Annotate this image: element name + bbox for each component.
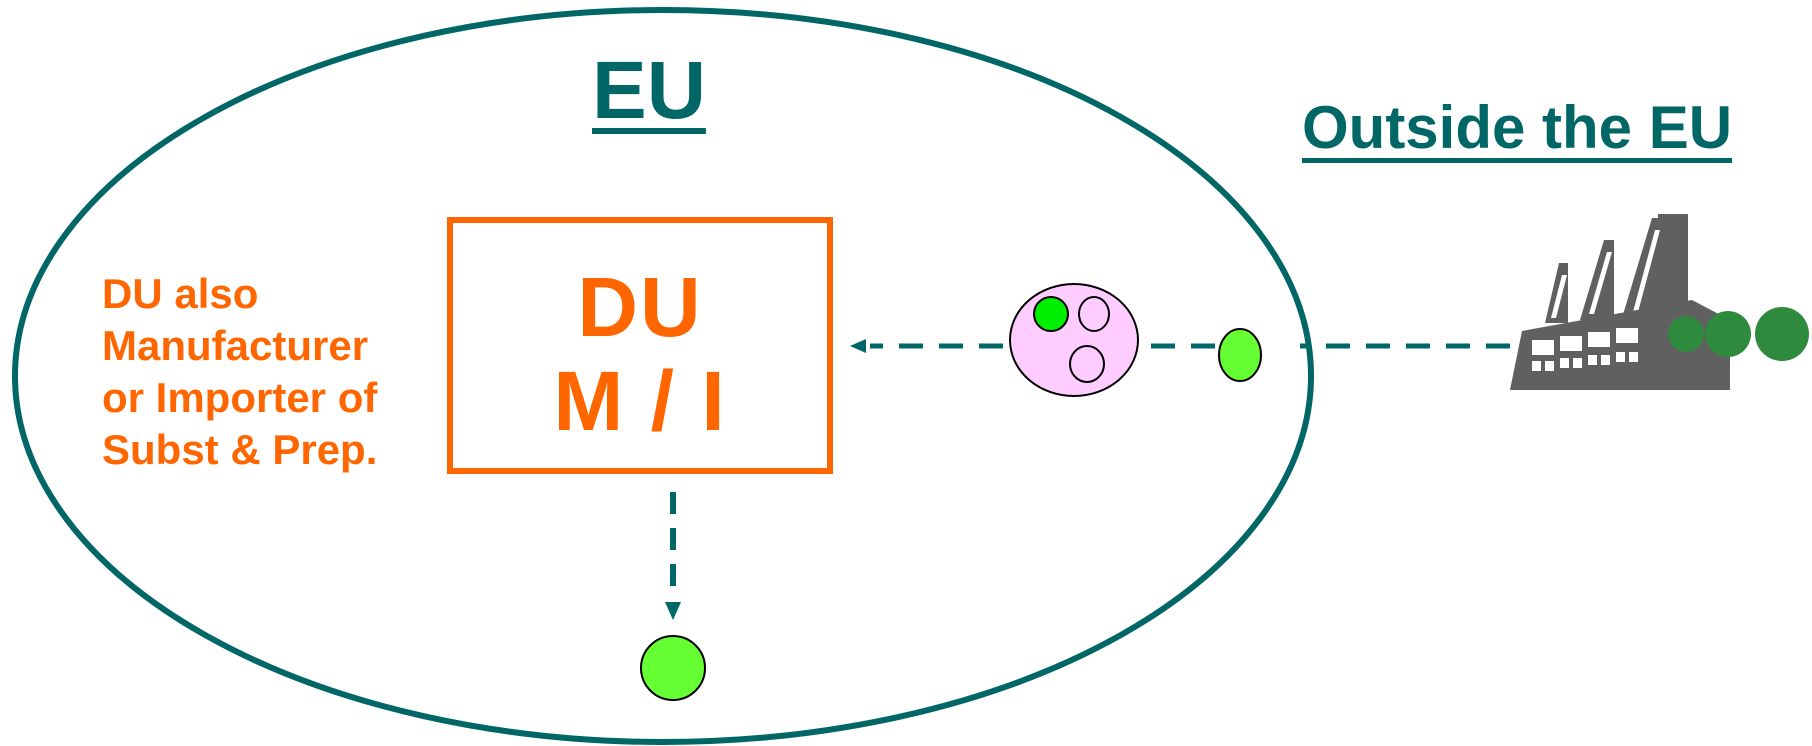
du-box: DU M / I <box>447 217 833 474</box>
du-note-line: Manufacturer <box>102 322 369 369</box>
outside-eu-label: Outside the EU <box>1302 94 1733 161</box>
substance-dot-icon <box>1705 311 1751 357</box>
output-substance-dot-icon <box>640 635 706 701</box>
substance-dot-icon <box>1668 316 1704 352</box>
eu-label: EU <box>592 45 706 136</box>
eu-boundary <box>12 7 1314 745</box>
du-note-line: or Importer of <box>102 374 378 421</box>
du-note: DU also Manufacturer or Importer of Subs… <box>102 268 377 476</box>
du-note-line: Subst & Prep. <box>102 426 378 473</box>
import-flow-line <box>850 339 1510 353</box>
du-box-title: DU <box>577 260 703 354</box>
arrow-left-icon <box>850 339 866 353</box>
du-box-role: M / I <box>553 354 727 448</box>
mixture-icon <box>1009 283 1139 397</box>
factory-icon <box>1510 214 1730 390</box>
arrow-down-icon <box>665 602 681 620</box>
downstream-flow-line <box>665 492 681 620</box>
substance-dot-icon <box>1218 328 1262 382</box>
substance-dot-icon <box>1755 307 1809 361</box>
du-note-line: DU also <box>102 270 259 317</box>
factory-substances <box>1668 307 1809 361</box>
